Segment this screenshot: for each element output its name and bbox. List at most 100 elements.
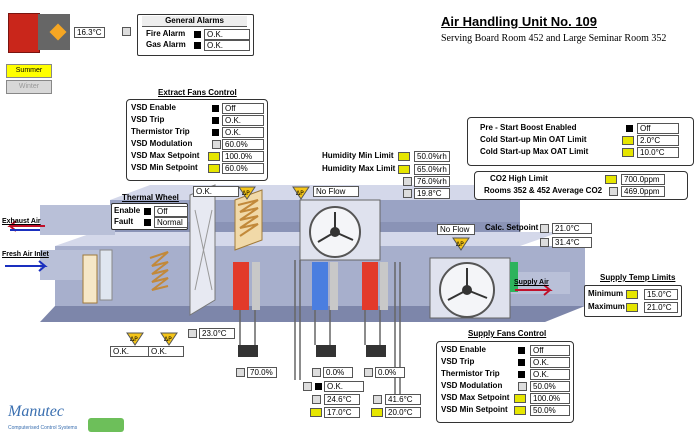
fresh-filter	[82, 254, 98, 304]
extract-fan-row-trend-icon[interactable]	[212, 140, 221, 149]
temp-sensor-icon[interactable]	[403, 189, 412, 198]
supply-fan-row-label: VSD Enable	[441, 345, 486, 354]
supply-fan-row-label: VSD Trip	[441, 357, 475, 366]
extract-fan-row-indicator	[212, 105, 219, 112]
fresh-bag-filter-status: O.K.	[148, 346, 184, 357]
extract-flow-status: No Flow	[313, 186, 359, 197]
supply-fan-row-indicator	[518, 359, 525, 366]
extract-fan-row-value: O.K.	[222, 115, 264, 126]
supply-temp-max-edit-button[interactable]	[626, 303, 638, 312]
boost-row-label: Cold Start-up Max OAT Limit	[480, 147, 589, 156]
co2-avg-value: 469.0ppm	[621, 186, 665, 197]
supply-fan-row-edit-button[interactable]	[514, 394, 526, 403]
damper-icon	[8, 13, 40, 53]
fresh-bag-filter-dp-icon: ΔP	[160, 332, 178, 346]
page-subtitle: Serving Board Room 452 and Large Seminar…	[441, 33, 667, 44]
humidity-sensor-icon[interactable]	[403, 177, 412, 186]
supply-temp-icon[interactable]	[540, 238, 549, 247]
extract-fan-row-indicator	[212, 117, 219, 124]
wheel-enable-indicator	[144, 208, 151, 215]
supply-temp-min-label: Minimum	[588, 289, 624, 298]
supply-fan-row-value: O.K.	[530, 369, 570, 380]
fresh-air-label: Fresh Air Inlet	[2, 251, 49, 258]
extract-fans-title: Extract Fans Control	[158, 88, 237, 97]
preheat-coil	[233, 262, 249, 310]
supply-fan-row-value: 50.0%	[530, 405, 570, 416]
supply-temp-min-value: 15.0°C	[644, 289, 678, 300]
t2-value: 41.6°C	[385, 394, 421, 405]
co2-high-label: CO2 High Limit	[490, 174, 548, 183]
extract-fan-row-label: VSD Max Setpoint	[131, 151, 200, 160]
extract-filter-dp-icon: ΔP	[238, 186, 256, 200]
valve2-icon[interactable]	[312, 368, 321, 377]
humidity-min-edit-button[interactable]	[398, 152, 410, 161]
wheel-fault-label: Fault	[114, 217, 134, 226]
humidity-max-edit-button[interactable]	[398, 165, 410, 174]
supply-temp-min-edit-button[interactable]	[626, 290, 638, 299]
gas-alarm-indicator	[194, 42, 201, 49]
extract-fan-row-value: 60.0%	[222, 139, 264, 150]
fresh-filter-dp-icon: ΔP	[126, 332, 144, 346]
t1-sensor-icon[interactable]	[312, 395, 321, 404]
boost-row-value: 10.0°C	[637, 147, 679, 158]
gas-alarm-label: Gas Alarm	[146, 40, 186, 49]
humidity-reading: 76.0%rh	[414, 176, 450, 187]
wheel-enable-label: Enable	[114, 206, 141, 215]
after-wheel-temp-icon[interactable]	[188, 329, 197, 338]
valve3-icon[interactable]	[364, 368, 373, 377]
exhaust-air-label: Exhaust Air	[2, 218, 41, 225]
supply-fan-row-label: VSD Modulation	[441, 381, 503, 390]
wheel-enable-value: Off	[154, 206, 188, 217]
extract-fan-row-label: VSD Min Setpoint	[131, 163, 198, 172]
supply-fan-row-value: O.K.	[530, 357, 570, 368]
fresh-arrow	[5, 260, 48, 272]
t1-value: 24.6°C	[324, 394, 360, 405]
valve1-position: 70.0%	[247, 367, 277, 378]
thermal-wheel-title: Thermal Wheel	[122, 193, 179, 202]
fresh-filter-status: O.K.	[110, 346, 150, 357]
supply-fan-row-label: VSD Min Setpoint	[441, 405, 508, 414]
supply-fan-row-trend-icon[interactable]	[518, 382, 527, 391]
co2-high-edit-button[interactable]	[605, 175, 617, 184]
svg-text:ΔP: ΔP	[130, 336, 138, 343]
supply-temp-max-value: 21.0°C	[644, 302, 678, 313]
extract-fan-row-edit-button[interactable]	[208, 152, 220, 161]
co2-avg-trend-icon[interactable]	[609, 187, 618, 196]
t1-setpoint-edit-button[interactable]	[310, 408, 322, 417]
t2-sensor-icon[interactable]	[373, 395, 382, 404]
supply-fan-row-label: Thermistor Trip	[441, 369, 500, 378]
supply-fan-row-indicator	[518, 347, 525, 354]
reheat-coil	[362, 262, 378, 310]
boost-row-edit-button[interactable]	[622, 148, 634, 157]
supply-fan-row-value: 100.0%	[530, 393, 570, 404]
after-wheel-temp: 23.0°C	[199, 328, 235, 339]
extract-fan-row-indicator	[212, 129, 219, 136]
t2-setpoint-edit-button[interactable]	[371, 408, 383, 417]
fire-alarm-indicator	[194, 31, 201, 38]
manutec-logo: Manutec	[8, 403, 64, 420]
manutec-tagline: Computerised Control Systems	[8, 425, 78, 431]
boost-row-value: Off	[637, 123, 679, 134]
boost-row-label: Pre - Start Boost Enabled	[480, 123, 577, 132]
thermal-wheel	[189, 184, 216, 316]
frost-stat-icon[interactable]	[303, 382, 312, 391]
extract-fan-row-value: O.K.	[222, 127, 264, 138]
svg-text:ΔP: ΔP	[456, 241, 464, 248]
frost-stat-indicator	[315, 383, 322, 390]
supply-fan-row-edit-button[interactable]	[514, 406, 526, 415]
extract-fan-row-value: 60.0%	[222, 163, 264, 174]
season-summer-button[interactable]: Summer	[6, 64, 52, 78]
t2-setpoint: 20.0°C	[385, 407, 421, 418]
boost-row-edit-button[interactable]	[622, 136, 634, 145]
extract-fan-row-edit-button[interactable]	[208, 164, 220, 173]
svg-text:ΔP: ΔP	[242, 190, 250, 197]
valve1-icon[interactable]	[236, 368, 245, 377]
gas-alarm-value: O.K.	[204, 40, 250, 51]
extract-fan-row-value: 100.0%	[222, 151, 264, 162]
calc-setpoint-icon[interactable]	[540, 224, 549, 233]
season-winter-button[interactable]: Winter	[6, 80, 52, 94]
boost-row-value: 2.0°C	[637, 135, 679, 146]
humidity-min-value: 50.0%rh	[414, 151, 450, 162]
trend-icon[interactable]	[122, 27, 131, 36]
valve3-position: 0.0%	[375, 367, 405, 378]
